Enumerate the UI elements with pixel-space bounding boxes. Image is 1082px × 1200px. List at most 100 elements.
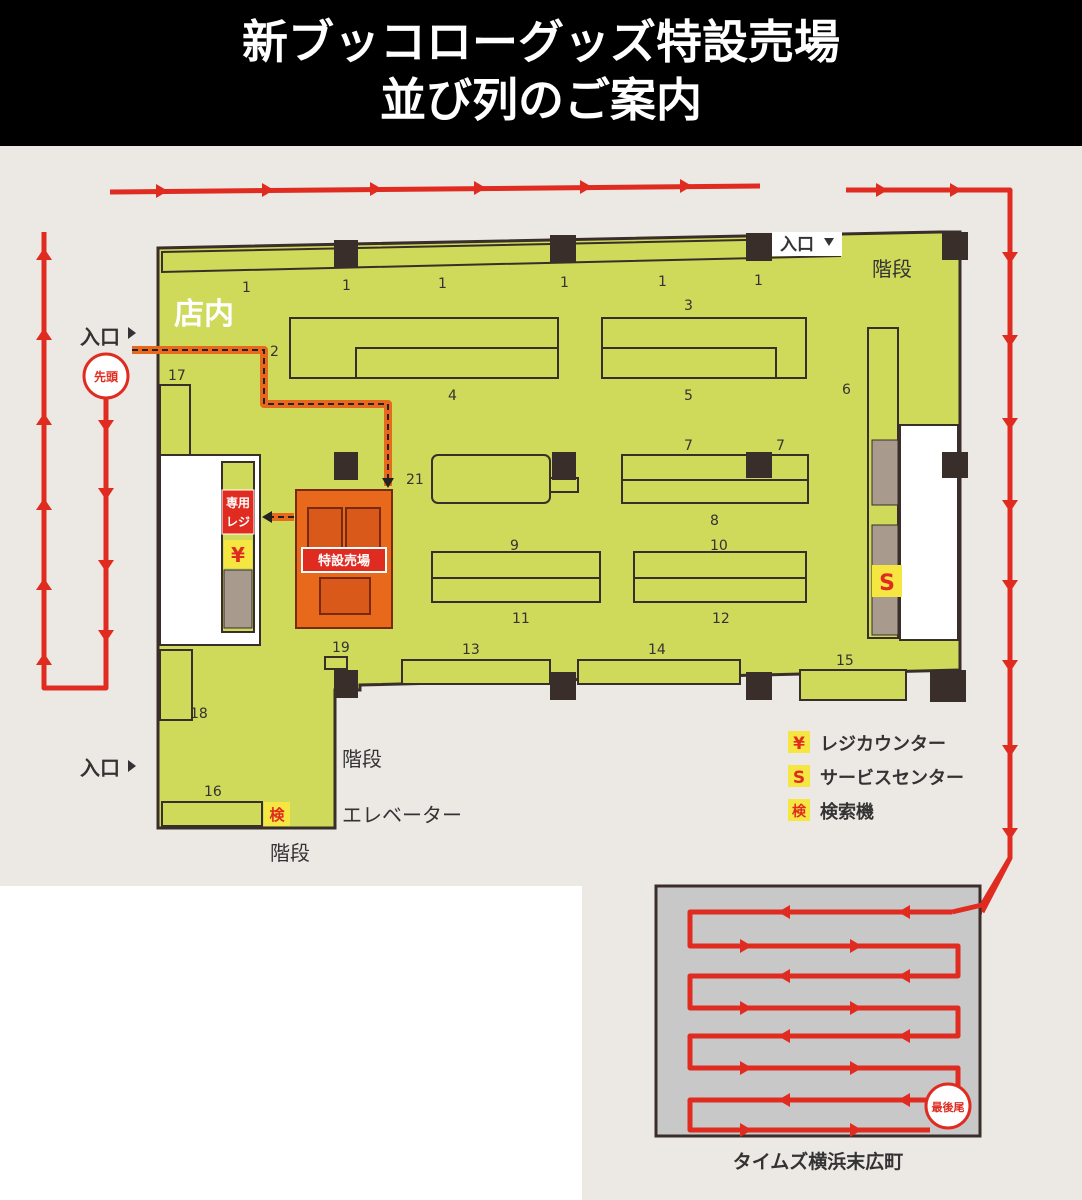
queue-arrow — [778, 905, 790, 919]
queue-arrow — [898, 969, 910, 983]
legend-icon-box — [788, 731, 810, 753]
shelf-number: 13 — [462, 642, 480, 658]
special-shelf — [319, 577, 371, 615]
queue-arrow — [1002, 418, 1018, 430]
shelf-number: 5 — [684, 388, 693, 404]
shelf-number: 2 — [270, 344, 279, 360]
search-kiosk-icon: 検 — [792, 803, 807, 820]
queue-arrow — [1002, 252, 1018, 264]
entrance-arrow-icon — [128, 327, 136, 339]
queue-connector — [951, 856, 1013, 915]
legend-icon-box — [788, 765, 810, 787]
shelf-number: 15 — [836, 653, 854, 669]
shelf-number: 18 — [190, 706, 208, 722]
special-sales-sign — [301, 547, 387, 573]
queue-arrow — [98, 420, 114, 432]
queue-arrow — [1002, 745, 1018, 757]
queue-arrow — [1002, 580, 1018, 592]
queue-arrow — [740, 1001, 752, 1015]
left-block-17 — [159, 384, 191, 456]
queue-arrow — [778, 969, 790, 983]
pillar — [550, 235, 576, 263]
queue-parking-snake — [687, 909, 961, 1133]
shelf-number: 1 — [754, 273, 763, 289]
queue-arrow — [1002, 828, 1018, 840]
stairs-label-top-right: 階段 — [872, 257, 912, 281]
shelf-21-end — [549, 477, 579, 493]
shelf-number: 1 — [438, 276, 447, 292]
pillar — [334, 240, 358, 268]
shelf-number: 3 — [684, 298, 693, 314]
queue-arrow — [36, 498, 52, 510]
special-shelf — [345, 507, 381, 549]
entrance-route-dash — [132, 349, 389, 480]
queue-head-label: 先頭 — [94, 369, 119, 384]
pillar — [334, 670, 358, 698]
shelf-number: 1 — [560, 275, 569, 291]
parking-lot — [654, 884, 982, 1138]
parking-label: タイムズ横浜末広町 — [733, 1150, 904, 1173]
service-s-mark — [872, 565, 902, 597]
pillar — [930, 670, 966, 702]
legend-label: 検索機 — [820, 801, 874, 823]
right-counter-top — [871, 439, 899, 506]
shelf-11 — [431, 577, 601, 603]
stairs-label-bottom: 階段 — [270, 841, 310, 865]
shelf-21 — [431, 454, 551, 504]
shelf-19 — [324, 656, 348, 670]
pillar — [550, 672, 576, 700]
special-shelf — [307, 507, 343, 549]
shelf-number: 9 — [510, 538, 519, 554]
legend: ¥ レジカウンター S サービスセンター 検 検索機 — [788, 731, 964, 823]
entrance-arrow-down-icon — [824, 238, 834, 246]
shelf-number: 7 — [684, 438, 693, 454]
queue-arrow — [876, 183, 888, 197]
pillar — [334, 452, 358, 480]
route-arrow-left — [262, 511, 272, 523]
shelf-15 — [799, 669, 907, 701]
route-arrow-down — [382, 478, 394, 488]
title-line-1: 新ブッコローグッズ特設売場 — [242, 15, 840, 69]
shelf-number: 8 — [710, 513, 719, 529]
left-counter — [223, 569, 253, 629]
entrance-top-box — [772, 232, 842, 256]
queue-arrow — [740, 1061, 752, 1075]
queue-arrow — [850, 1001, 862, 1015]
shelf-12 — [633, 577, 807, 603]
queue-arrow — [1002, 500, 1018, 512]
pillar — [746, 233, 772, 261]
pillar — [746, 452, 772, 478]
shelf-number: 7 — [776, 438, 785, 454]
shelf-8 — [621, 479, 809, 504]
shelf-13 — [401, 659, 551, 685]
queue-arrow — [156, 184, 168, 198]
shelf-number: 17 — [168, 368, 186, 384]
service-s-icon: S — [793, 768, 805, 788]
queue-arrow — [474, 181, 486, 195]
legend-label: レジカウンター — [820, 734, 946, 755]
shelf-number: 14 — [648, 642, 666, 658]
shelf-5 — [601, 347, 777, 379]
title-line-2: 並び列のご案内 — [380, 73, 702, 127]
pillar — [942, 232, 968, 260]
queue-arrow — [898, 1029, 910, 1043]
queue-arrow — [36, 413, 52, 425]
search-kiosk-mark — [264, 802, 290, 826]
queue-tail-marker — [924, 1082, 972, 1130]
queue-left-outer — [41, 232, 109, 691]
left-block-18 — [159, 649, 193, 721]
dedicated-register-sign — [221, 489, 255, 535]
queue-arrow — [680, 179, 692, 193]
queue-arrow — [778, 1029, 790, 1043]
yen-icon: ¥ — [231, 543, 245, 567]
queue-arrow — [898, 905, 910, 919]
shelf-number: 6 — [842, 382, 851, 398]
shelf-14 — [577, 659, 741, 685]
stairs-label-middle: 階段 — [342, 747, 382, 771]
queue-arrow — [850, 939, 862, 953]
shelf-4 — [355, 347, 559, 379]
yen-register-mark — [224, 540, 252, 568]
legend-icon-box — [788, 799, 810, 821]
queue-arrow — [262, 183, 274, 197]
